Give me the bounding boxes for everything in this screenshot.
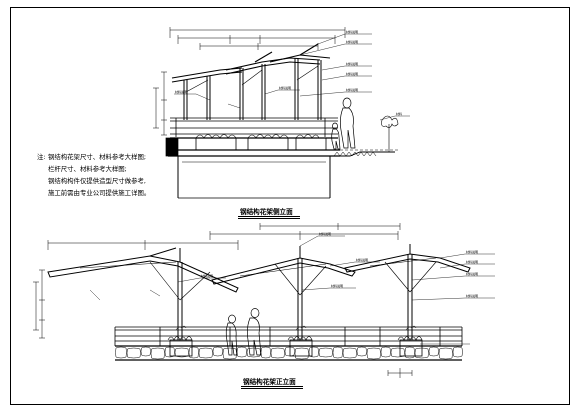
- side-title-underline: [238, 216, 300, 217]
- notes-prefix: 注:: [37, 153, 46, 161]
- front-railing: [114, 326, 463, 346]
- svg-text:材料说明: 材料说明: [356, 257, 368, 262]
- front-human-figures: [225, 308, 262, 356]
- side-ground: [165, 137, 400, 199]
- front-leaders: [89, 235, 495, 345]
- note-line: 施工前需由专业公司提供施工详图。: [48, 189, 151, 197]
- svg-text:材料说明: 材料说明: [466, 259, 478, 264]
- svg-text:材料说明: 材料说明: [201, 273, 213, 278]
- svg-text:材料说明: 材料说明: [466, 271, 478, 276]
- svg-text:材料说明: 材料说明: [346, 61, 358, 66]
- front-stone-base: [115, 345, 463, 361]
- front-title-underline: [241, 386, 303, 387]
- front-title-underline-thin: [241, 388, 303, 389]
- svg-text:材料说明: 材料说明: [346, 71, 358, 76]
- side-railing: [170, 117, 338, 139]
- svg-text:材料说明: 材料说明: [346, 39, 358, 44]
- side-human-figures: [331, 97, 399, 152]
- sheet-border: [10, 7, 570, 405]
- svg-text:材料说明: 材料说明: [346, 87, 358, 92]
- side-title-underline-thin: [238, 218, 300, 219]
- svg-text:材料说明: 材料说明: [175, 89, 187, 94]
- svg-text:材料说明: 材料说明: [319, 231, 331, 236]
- svg-text:材料说明: 材料说明: [346, 29, 358, 34]
- front-elevation-title: 钢结构花架正立面: [243, 378, 296, 386]
- front-roofs: [47, 244, 471, 293]
- side-planters: [195, 134, 327, 151]
- side-elevation-title: 钢结构花架侧立面: [240, 208, 293, 216]
- side-columns: [183, 58, 322, 120]
- svg-text:材料说明: 材料说明: [466, 293, 478, 298]
- note-line: 钢结构花架尺寸、材料参考大样图;: [48, 153, 147, 161]
- svg-text:材料说明: 材料说明: [279, 85, 291, 90]
- side-roof-beams: [171, 43, 331, 83]
- side-leaders: [174, 33, 410, 121]
- svg-text:材料: 材料: [396, 111, 402, 116]
- front-dimension-lines: [33, 223, 413, 378]
- note-line: 栏杆尺寸、材料参考大样图;: [48, 165, 127, 173]
- svg-text:材料说明: 材料说明: [331, 283, 343, 288]
- side-dimension-lines: [153, 27, 346, 136]
- svg-text:材料说明: 材料说明: [466, 249, 478, 254]
- note-line: 钢结构构件仅提供造型尺寸做参考,: [48, 177, 146, 185]
